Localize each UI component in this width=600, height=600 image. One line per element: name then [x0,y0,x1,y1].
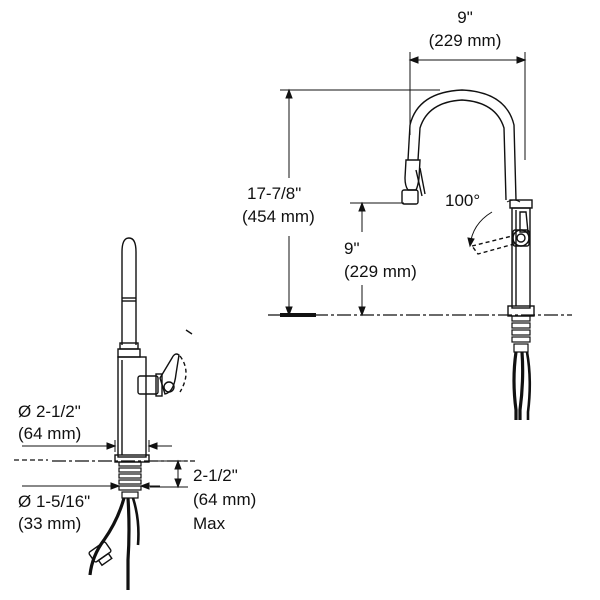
front-view-faucet [401,89,535,420]
deck-thickness-label: 2-1/2" [193,466,238,485]
base-diameter-label: Ø 2-1/2" [18,402,81,421]
reach-label: 9" [457,8,473,27]
overall-height-mm-label: (454 mm) [242,207,315,226]
handle-rotation-arc [467,199,521,248]
spout-height-dimension [350,201,404,317]
shank-diameter-mm-label: (33 mm) [18,514,82,533]
overall-height-label: 17-7/8" [247,184,302,203]
shank-diameter-dimension [22,482,160,490]
counter-mark [280,313,316,317]
reach-mm-label: (229 mm) [428,31,502,50]
shank-diameter-label: Ø 1-5/16" [18,492,91,511]
side-view-faucet [88,237,193,590]
base-diameter-dimension [22,440,172,452]
deck-thickness-note: Max [193,514,226,533]
deck-thickness-mm-label: (64 mm) [193,490,257,509]
overall-height-dimension [280,88,440,317]
deck-thickness-dimension [150,459,188,489]
spout-height-label: 9" [344,239,360,258]
reach-dimension [408,52,527,160]
handle-rotation-label: 100° [445,191,481,210]
base-diameter-mm-label: (64 mm) [18,424,82,443]
spout-height-mm-label: (229 mm) [344,262,417,281]
